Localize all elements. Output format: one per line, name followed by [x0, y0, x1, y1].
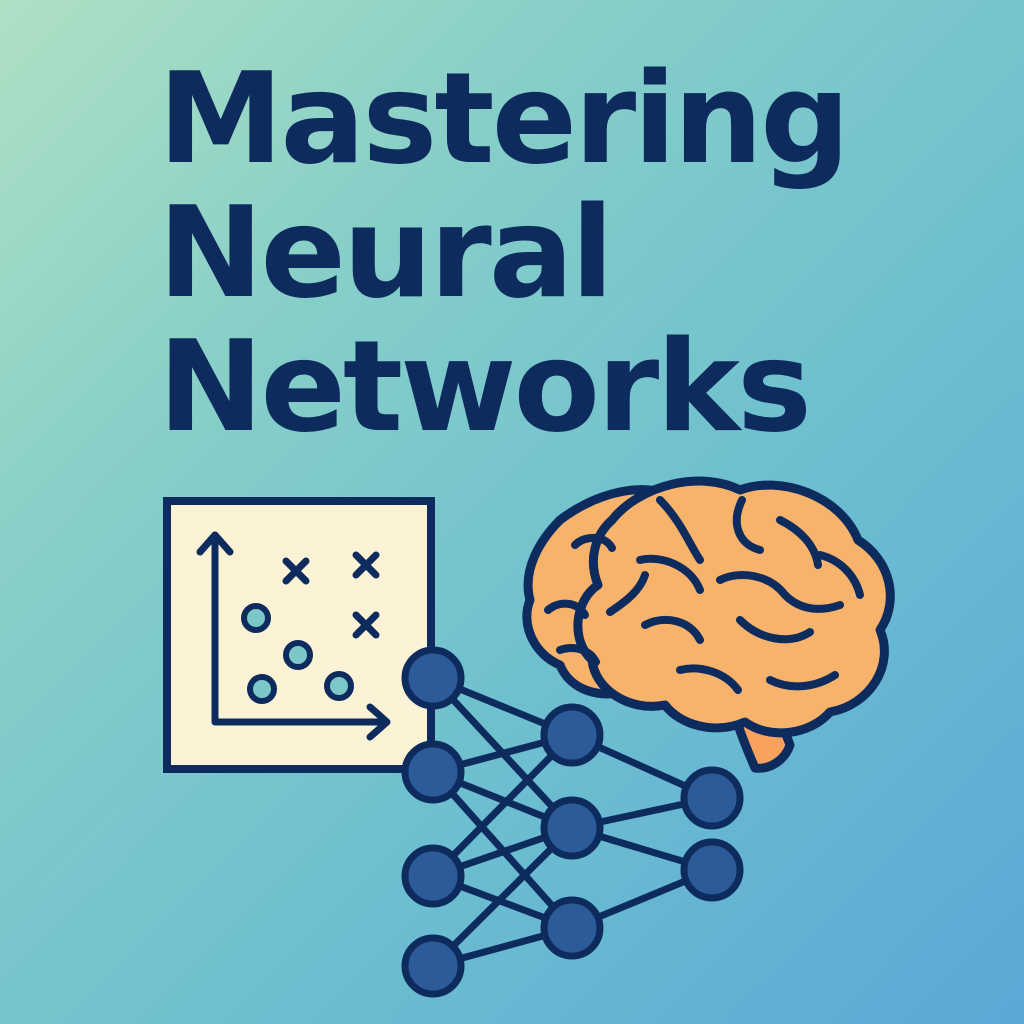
scatter-plot-icon — [163, 497, 435, 773]
network-node — [401, 740, 465, 804]
title-line-1: Mastering — [158, 45, 850, 192]
brain-icon — [522, 476, 895, 773]
neural-network-icon — [401, 646, 744, 998]
network-node — [540, 796, 604, 860]
network-node — [401, 646, 465, 710]
network-node — [540, 896, 604, 960]
network-node — [401, 934, 465, 998]
page-title: Mastering Neural Networks — [158, 45, 850, 460]
network-node — [680, 766, 744, 830]
network-node — [680, 838, 744, 902]
network-node — [401, 844, 465, 908]
network-node — [540, 703, 604, 767]
title-line-2: Neural — [158, 179, 614, 326]
title-line-3: Networks — [158, 313, 812, 460]
